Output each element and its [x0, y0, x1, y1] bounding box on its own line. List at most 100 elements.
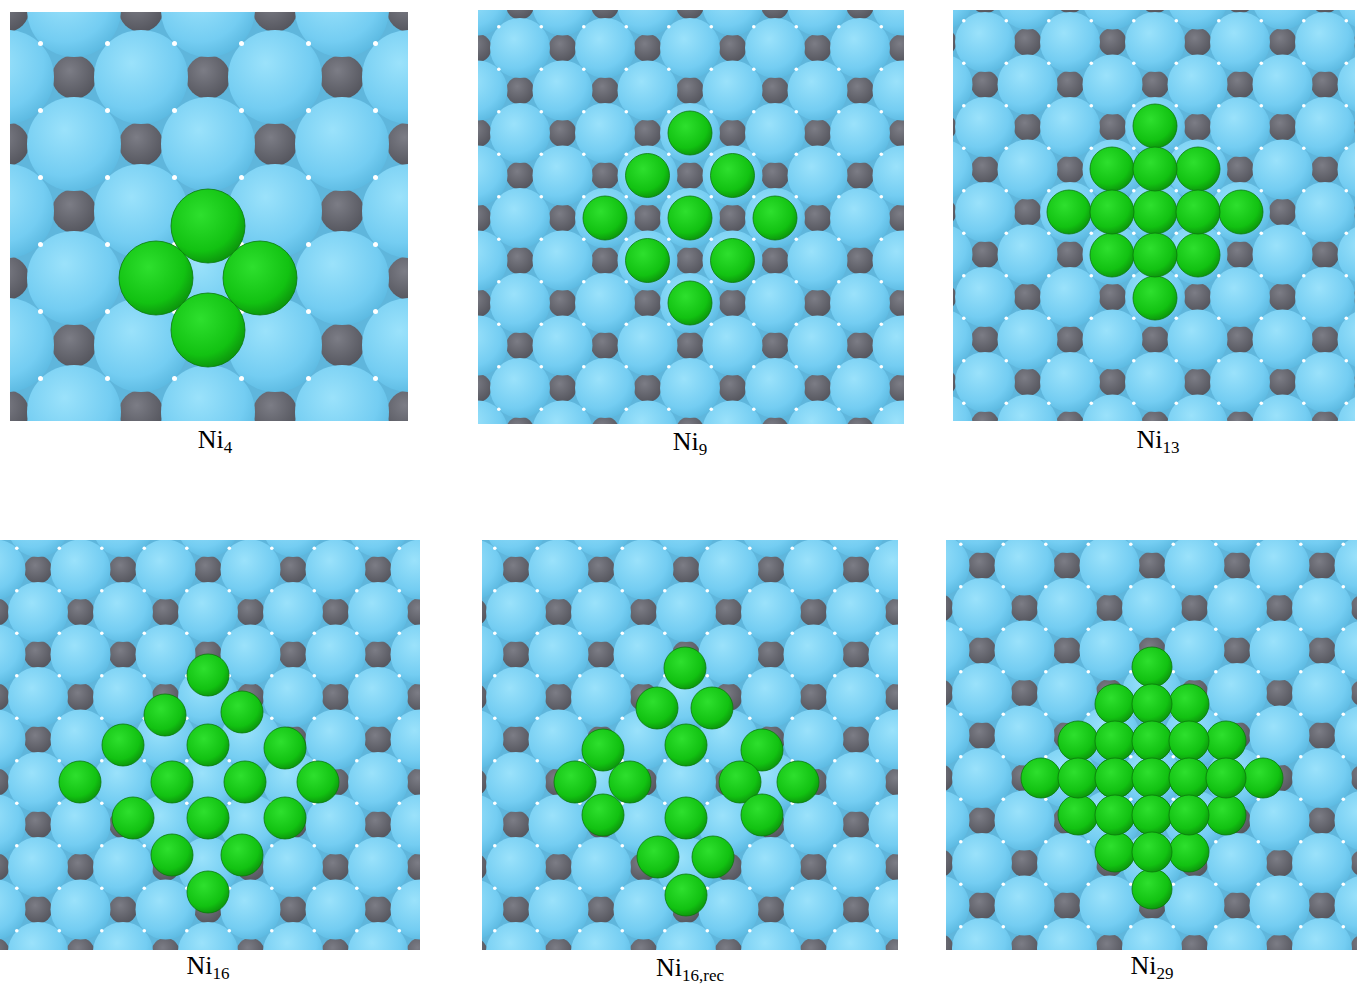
- atom: [109, 641, 137, 669]
- atom: [1002, 755, 1006, 759]
- atom: [876, 632, 880, 636]
- atom: [100, 802, 104, 806]
- atom: [959, 628, 963, 632]
- atom: [105, 309, 110, 314]
- atom: [355, 547, 359, 551]
- atom: [1295, 97, 1355, 157]
- atom: [1005, 232, 1009, 236]
- cluster-label: Ni29: [1131, 950, 1174, 981]
- atom: [968, 722, 996, 750]
- atom: [540, 280, 544, 284]
- atom: [1169, 795, 1209, 835]
- atom: [1311, 156, 1339, 184]
- atom: [1269, 28, 1297, 56]
- atom: [955, 12, 1015, 72]
- atom: [105, 242, 110, 247]
- atom: [761, 162, 789, 190]
- atom: [842, 641, 870, 669]
- atom: [1250, 791, 1310, 851]
- atom: [1260, 317, 1264, 321]
- atom: [1210, 12, 1270, 72]
- atom: [752, 110, 756, 114]
- atom: [313, 887, 317, 891]
- atom: [1005, 62, 1009, 66]
- atom: [634, 34, 662, 62]
- atom: [1056, 326, 1084, 354]
- atom: [1002, 585, 1006, 589]
- atom: [876, 547, 880, 551]
- atom: [784, 625, 844, 685]
- atom: [630, 938, 658, 950]
- atom: [968, 637, 996, 665]
- atom: [51, 795, 111, 855]
- atom: [876, 887, 880, 891]
- atom: [15, 929, 19, 933]
- atom: [100, 759, 104, 763]
- atom: [143, 887, 147, 891]
- atom: [348, 582, 408, 642]
- atom: [676, 77, 704, 105]
- atom: [306, 175, 311, 180]
- atom: [1302, 104, 1306, 108]
- atom: [490, 188, 550, 248]
- atom: [791, 887, 795, 891]
- atom: [625, 238, 629, 242]
- atom: [710, 365, 714, 369]
- atom: [540, 195, 544, 199]
- atom: [703, 316, 763, 376]
- atom: [151, 834, 193, 876]
- atom: [387, 122, 408, 166]
- atom: [1181, 934, 1209, 950]
- atom: [1257, 628, 1261, 632]
- atom: [761, 77, 789, 105]
- atom: [1299, 925, 1303, 929]
- atom: [660, 273, 720, 333]
- atom: [876, 589, 880, 593]
- atom: [478, 401, 508, 425]
- atom: [962, 19, 966, 23]
- atom: [486, 667, 546, 727]
- atom: [1083, 395, 1143, 422]
- cluster-label: Ni4: [198, 424, 233, 455]
- atom: [753, 196, 797, 240]
- atom: [663, 802, 667, 806]
- atom: [185, 547, 189, 551]
- atom: [784, 880, 844, 940]
- atom: [1002, 670, 1006, 674]
- atom: [1132, 104, 1136, 108]
- atom: [837, 153, 841, 157]
- atom: [578, 674, 582, 678]
- atom: [660, 18, 720, 78]
- atom: [618, 231, 678, 291]
- atom: [1058, 795, 1098, 835]
- atom: [752, 153, 756, 157]
- atom: [313, 844, 317, 848]
- atom: [1207, 663, 1267, 723]
- atom: [637, 836, 679, 878]
- atom: [221, 625, 281, 685]
- atom: [1037, 663, 1097, 723]
- atom: [355, 589, 359, 593]
- atom: [1014, 368, 1042, 396]
- atom: [1132, 317, 1136, 321]
- atom: [625, 153, 629, 157]
- atom: [1214, 713, 1218, 717]
- atom: [791, 632, 795, 636]
- atom: [264, 727, 306, 769]
- atom: [625, 195, 629, 199]
- atom: [962, 147, 966, 151]
- atom: [52, 55, 96, 99]
- atom: [1214, 543, 1218, 547]
- atom: [1132, 832, 1172, 872]
- atom: [136, 625, 196, 685]
- atom: [187, 871, 229, 913]
- atom: [1184, 28, 1212, 56]
- atom: [1266, 849, 1294, 877]
- atom: [8, 667, 68, 727]
- atom: [486, 922, 546, 950]
- atom: [1044, 713, 1048, 717]
- atom: [1181, 594, 1209, 622]
- atom: [1002, 713, 1006, 717]
- atom: [1014, 28, 1042, 56]
- atom: [719, 34, 747, 62]
